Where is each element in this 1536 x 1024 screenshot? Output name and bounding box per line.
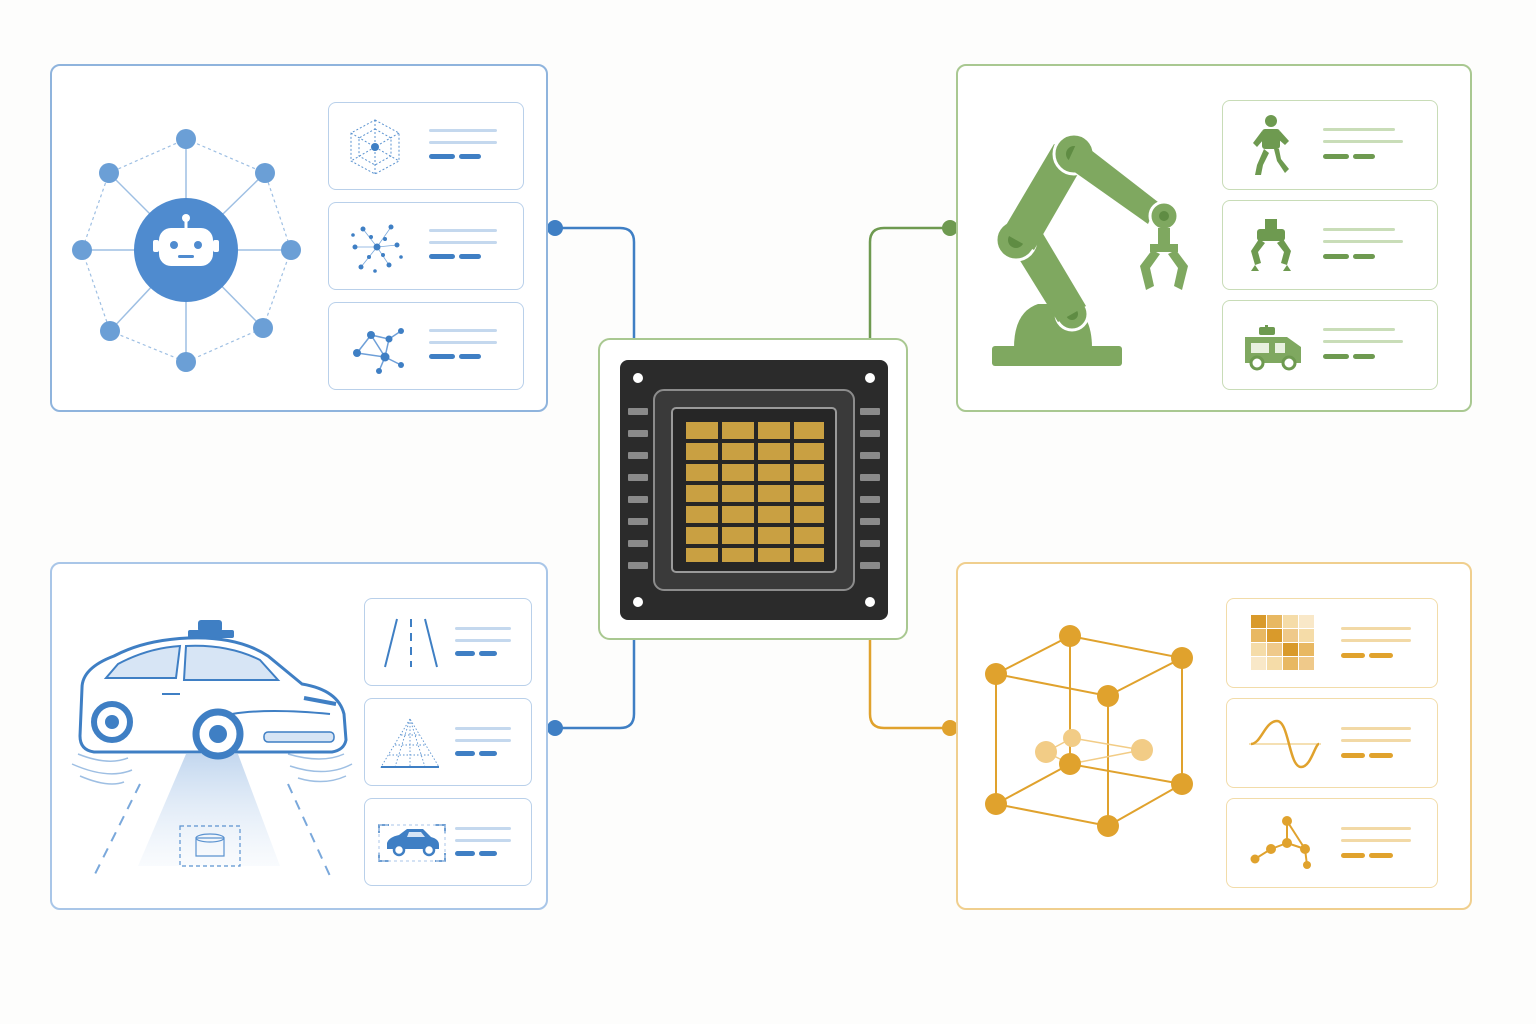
card-hexagon-mesh	[328, 102, 524, 190]
card-lane-lines	[364, 598, 532, 686]
text-pill	[1341, 653, 1365, 658]
text-line	[429, 141, 497, 144]
scatter-cluster-icon	[351, 224, 403, 273]
gripper-icon	[1251, 219, 1291, 271]
text-pill	[1341, 753, 1365, 758]
text-line	[455, 839, 511, 842]
text-pill	[1323, 254, 1349, 259]
text-line	[1323, 228, 1395, 231]
connector-dot-top-left	[547, 220, 563, 236]
panel-scientific-computing	[956, 562, 1472, 910]
text-line	[1341, 627, 1411, 630]
text-line	[429, 241, 497, 244]
connector-dot-bottom-left	[547, 720, 563, 736]
text-line	[429, 229, 497, 232]
text-pill	[1341, 853, 1365, 858]
text-pill	[459, 254, 481, 259]
connector-bottom-left	[555, 640, 636, 730]
humanoid-robot-icon	[1253, 115, 1289, 175]
point-cloud-icon	[380, 718, 440, 768]
text-line	[429, 341, 497, 344]
connector-top-left	[555, 226, 636, 338]
text-line	[1341, 639, 1411, 642]
text-pill	[429, 354, 455, 359]
card-car-detection	[364, 798, 532, 886]
lattice-cube-icon	[985, 625, 1193, 837]
text-line	[455, 739, 511, 742]
panel-robotics	[956, 64, 1472, 412]
molecule-icon	[1250, 816, 1311, 869]
text-line	[1341, 727, 1411, 730]
text-pill	[459, 354, 481, 359]
text-pill	[455, 851, 475, 856]
self-driving-car-icon	[71, 620, 353, 877]
connector-top-right	[868, 226, 950, 338]
text-pill	[429, 154, 455, 159]
text-pill	[479, 651, 497, 656]
text-line	[1341, 739, 1411, 742]
robot-arm-icon	[992, 132, 1188, 366]
chip-die-cores	[686, 422, 824, 562]
connector-bottom-right	[868, 640, 950, 730]
text-pill	[455, 651, 475, 656]
text-line	[455, 627, 511, 630]
text-pill	[479, 851, 497, 856]
card-scatter-cluster	[328, 202, 524, 290]
chip-pins	[628, 408, 880, 569]
heatmap-grid-icon	[1251, 615, 1314, 670]
card-molecule	[1226, 798, 1438, 888]
card-node-graph	[328, 302, 524, 390]
text-line	[1323, 328, 1395, 331]
text-line	[1341, 827, 1411, 830]
connector-dot-bottom-right	[942, 720, 958, 736]
center-chip-frame	[598, 338, 908, 640]
text-pill	[1353, 354, 1375, 359]
text-pill	[1369, 853, 1393, 858]
text-pill	[455, 751, 475, 756]
text-line	[1323, 340, 1403, 343]
delivery-vehicle-icon	[1245, 325, 1301, 371]
text-pill	[1323, 354, 1349, 359]
panel-autonomous-driving	[50, 562, 548, 910]
connector-dot-top-right	[942, 220, 958, 236]
sine-wave-icon	[1249, 719, 1321, 769]
text-pill	[1369, 653, 1393, 658]
text-line	[1323, 128, 1395, 131]
text-pill	[1353, 154, 1375, 159]
text-line	[1323, 240, 1403, 243]
text-pill	[1353, 254, 1375, 259]
text-line	[455, 827, 511, 830]
card-sine-wave	[1226, 698, 1438, 788]
text-line	[455, 639, 511, 642]
text-pill	[459, 154, 481, 159]
text-line	[1323, 140, 1403, 143]
text-pill	[429, 254, 455, 259]
text-line	[1341, 839, 1411, 842]
text-pill	[479, 751, 497, 756]
text-pill	[1369, 753, 1393, 758]
text-line	[455, 727, 511, 730]
processor-chip-icon	[620, 360, 888, 620]
car-detection-icon	[378, 824, 446, 862]
panel-ai-agents	[50, 64, 548, 412]
node-graph-icon	[353, 328, 404, 374]
text-line	[429, 129, 497, 132]
card-point-cloud	[364, 698, 532, 786]
lane-lines-icon	[384, 618, 438, 668]
card-heatmap-grid	[1226, 598, 1438, 688]
card-gripper	[1222, 200, 1438, 290]
card-humanoid-robot	[1222, 100, 1438, 190]
card-delivery-vehicle	[1222, 300, 1438, 390]
text-line	[429, 329, 497, 332]
robot-network-icon	[72, 129, 301, 372]
text-pill	[1323, 154, 1349, 159]
hexagon-mesh-icon	[350, 119, 400, 175]
